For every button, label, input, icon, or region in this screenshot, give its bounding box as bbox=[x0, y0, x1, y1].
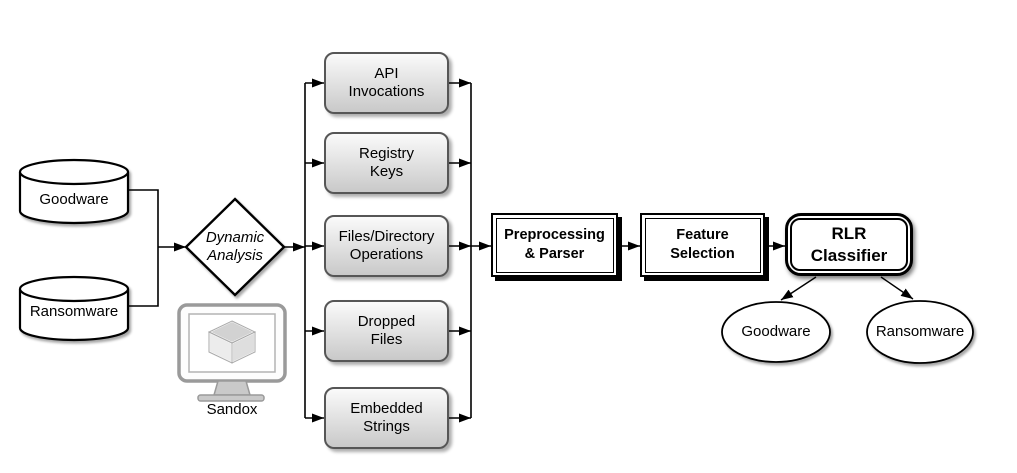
feature-box-embedded-strings: Embedded Strings bbox=[324, 387, 449, 449]
dynamic-analysis-label: Dynamic Analysis bbox=[205, 229, 265, 264]
database-cylinder-goodware bbox=[18, 158, 130, 225]
cylinder-ransomware-label: Ransomware bbox=[29, 303, 119, 321]
feature-box-files-directory-operations: Files/Directory Operations bbox=[324, 215, 449, 277]
rlr-classifier-box: RLR Classifier bbox=[785, 213, 913, 276]
database-cylinder-ransomware bbox=[18, 275, 130, 342]
output-ellipse-ransomware bbox=[866, 300, 974, 364]
output-ellipse-goodware bbox=[721, 301, 831, 363]
output-ransomware-label: Ransomware bbox=[875, 323, 965, 341]
feature-box-dropped-files: Dropped Files bbox=[324, 300, 449, 362]
sandbox-label: Sandox bbox=[206, 401, 258, 419]
preprocessing-parser-box: Preprocessing & Parser bbox=[491, 213, 618, 277]
connector-goodware-to-junction bbox=[128, 189, 159, 307]
arrow-classifier-to-ransomware bbox=[880, 276, 914, 300]
feature-box-api-invocations: API Invocations bbox=[324, 52, 449, 114]
cylinder-goodware-label: Goodware bbox=[39, 191, 109, 209]
dynamic-analysis-diamond bbox=[184, 197, 286, 297]
sandbox-icon bbox=[177, 303, 287, 402]
output-goodware-label: Goodware bbox=[741, 323, 811, 341]
feature-selection-box: Feature Selection bbox=[640, 213, 765, 277]
cube-icon bbox=[206, 319, 258, 365]
preprocessing-parser-label: Preprocessing & Parser bbox=[495, 217, 614, 273]
rlr-classifier-label: RLR Classifier bbox=[790, 218, 908, 271]
arrow-classifier-to-goodware bbox=[780, 276, 817, 301]
feature-box-registry-keys: Registry Keys bbox=[324, 132, 449, 194]
feature-selection-label: Feature Selection bbox=[644, 217, 761, 273]
